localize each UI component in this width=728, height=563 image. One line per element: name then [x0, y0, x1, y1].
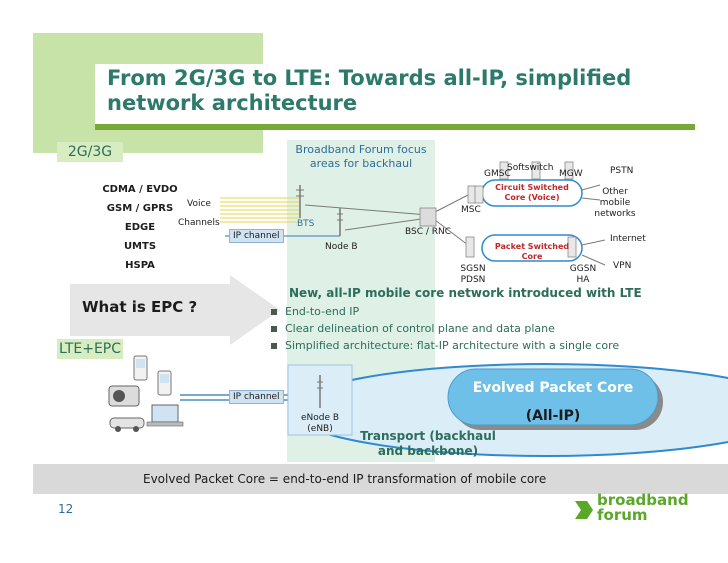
ggsn-ha-label: GGSN HA: [566, 264, 600, 286]
vpn-label: VPN: [613, 261, 632, 271]
tech-item: UMTS: [123, 241, 157, 252]
slide-title-line2: network architecture: [107, 91, 358, 115]
pdsn-label: PDSN: [460, 275, 486, 285]
packet-core-label: Packet Switched Core: [494, 242, 570, 261]
epc-bullet: Clear delineation of control plane and d…: [271, 320, 619, 337]
nodeb-rnc-link: [344, 217, 429, 231]
phone-icon: [133, 355, 148, 381]
sgsn-label: SGSN: [460, 264, 486, 274]
server-icon: [499, 161, 574, 180]
enodeb-name: eNode B: [300, 413, 340, 423]
pstn-label: PSTN: [610, 166, 634, 176]
server-icon: [465, 236, 577, 258]
tech-item: EDGE: [124, 222, 156, 233]
transport-label: Transport (backhaul and backbone): [358, 429, 498, 459]
packet-core-pill: [481, 234, 583, 262]
logo-text-1: broadband: [597, 491, 689, 509]
core-pstn-link: [581, 184, 601, 191]
focus-label-line2: areas for backhaul: [309, 157, 413, 170]
ip-channel-label: IP channel: [229, 229, 284, 243]
tag-2g3g: 2G/3G: [57, 142, 123, 162]
nodeb-label: Node B: [325, 242, 358, 252]
nodeb-tower-icon: [337, 208, 343, 236]
epc-intro-heading: New, all-IP mobile core network introduc…: [289, 286, 642, 300]
bullet-marker: [271, 326, 277, 332]
rnc-sgsn-link: [434, 219, 469, 246]
car-icon: [109, 417, 145, 432]
logo-text-2: forum: [597, 506, 648, 524]
bts-bsc-link: [304, 204, 429, 216]
what-is-epc-label: What is EPC ?: [82, 298, 198, 316]
tag-lte-epc: LTE+EPC: [57, 339, 123, 359]
camera-icon: [108, 385, 140, 407]
ggsn-label: GGSN: [569, 264, 597, 274]
bsc-rnc-label: BSC / RNC: [405, 227, 452, 237]
mgw-label: MGW: [559, 169, 583, 179]
broadband-forum-logo: broadband forum: [573, 491, 703, 528]
core-vpn-link: [581, 254, 606, 266]
tech-item: GSM / GPRS: [106, 203, 174, 214]
enodeb-tower-icon: [317, 375, 323, 408]
internet-label: Internet: [610, 234, 646, 244]
bsc-icon: [419, 207, 437, 227]
voice-channel-lines: [220, 197, 300, 223]
sgsn-pdsn-label: SGSN PDSN: [458, 264, 488, 286]
lte-ip-channel-label: IP channel: [229, 390, 284, 404]
tech-item: CDMA / EVDO: [102, 184, 178, 195]
gmsc-label: GMSC: [484, 169, 511, 179]
enb-name: (eNB): [307, 424, 333, 434]
core-internet-link: [581, 239, 606, 246]
bullet-marker: [271, 309, 277, 315]
ha-label: HA: [576, 275, 590, 285]
what-is-epc-arrow: [70, 275, 280, 345]
footer-bar: [33, 464, 728, 494]
epc-bullet-text: Simplified architecture: flat-IP archite…: [285, 339, 620, 352]
focus-label-line1: Broadband Forum focus: [295, 143, 427, 156]
epc-bullet-list: End-to-end IP Clear delineation of contr…: [271, 303, 619, 354]
channels-label: Channels: [178, 218, 220, 228]
bts-label: BTS: [297, 219, 315, 229]
server-icon: [467, 185, 484, 204]
bsc-msc-link: [434, 194, 469, 213]
page-number: 12: [58, 502, 74, 516]
logo-arrow-icon: [575, 501, 593, 519]
epc-pill: [447, 368, 659, 426]
bts-tower-icon: [296, 185, 304, 218]
footer-text: Evolved Packet Core = end-to-end IP tran…: [143, 472, 547, 486]
epc-subtitle: (All-IP): [525, 408, 581, 424]
epc-bullet-text: End-to-end IP: [285, 305, 360, 318]
voice-label: Voice: [187, 199, 211, 209]
epc-bullet: End-to-end IP: [271, 303, 619, 320]
bullet-marker: [271, 343, 277, 349]
tech-item: HSPA: [125, 260, 155, 271]
msc-label: MSC: [461, 205, 481, 215]
epc-bullet: Simplified architecture: flat-IP archite…: [271, 337, 619, 354]
enodeb-label: eNode B (eNB): [288, 413, 352, 435]
transport-line2: and backbone): [377, 444, 479, 458]
title-box: [95, 64, 695, 130]
slide-title: From 2G/3G to LTE: Towards all-IP, simpl…: [107, 66, 631, 116]
circuit-core-label: Circuit Switched Core (Voice): [495, 183, 569, 202]
title-underline: [95, 124, 695, 130]
technology-list: CDMA / EVDO GSM / GPRS EDGE UMTS HSPA: [100, 180, 180, 275]
epc-bullet-text: Clear delineation of control plane and d…: [285, 322, 555, 335]
transport-line1: Transport (backhaul: [360, 429, 496, 443]
other-networks-label: Other mobile networks: [594, 187, 636, 219]
softswitch-label: Softswitch: [507, 163, 554, 173]
slide-title-line1: From 2G/3G to LTE: Towards all-IP, simpl…: [107, 66, 632, 90]
focus-label: Broadband Forum focus areas for backhaul: [287, 143, 435, 171]
phone-icon: [157, 370, 172, 396]
laptop-icon: [146, 404, 184, 427]
epc-title: Evolved Packet Core: [472, 380, 634, 396]
core-other-link: [581, 197, 601, 201]
